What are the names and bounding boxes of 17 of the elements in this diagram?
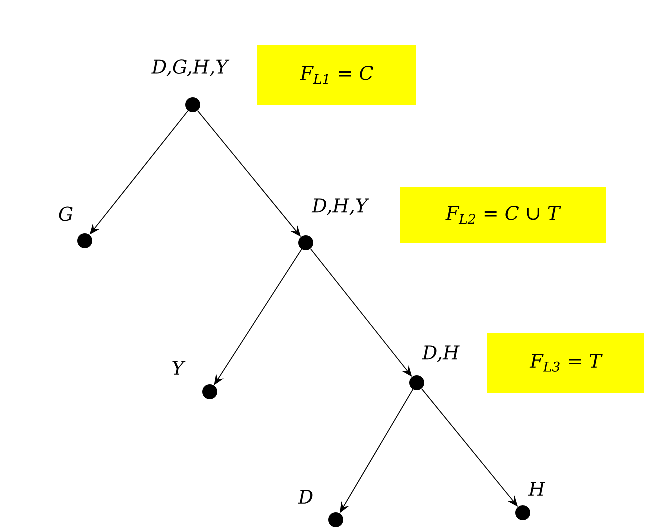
dot: [78, 234, 92, 248]
node-label: D,H,Y: [312, 198, 370, 216]
node-label: Y: [172, 361, 186, 375]
dot: [328, 512, 344, 528]
node-label: D,G,H,Y: [152, 60, 230, 76]
node-label: G: [59, 206, 73, 222]
node-label: H: [528, 482, 546, 496]
node-label: D,H: [422, 346, 460, 362]
formula-box: F$_{L3}$ = T: [488, 332, 644, 393]
formula-box: F$_{L1}$ = C: [258, 45, 416, 105]
dot: [202, 384, 218, 400]
dot: [410, 375, 424, 390]
formula-box: F$_{L2}$ = C ∪ T: [400, 186, 606, 243]
node-label: D: [298, 490, 313, 504]
dot: [298, 235, 314, 250]
dot: [186, 98, 200, 112]
dot: [516, 505, 530, 520]
